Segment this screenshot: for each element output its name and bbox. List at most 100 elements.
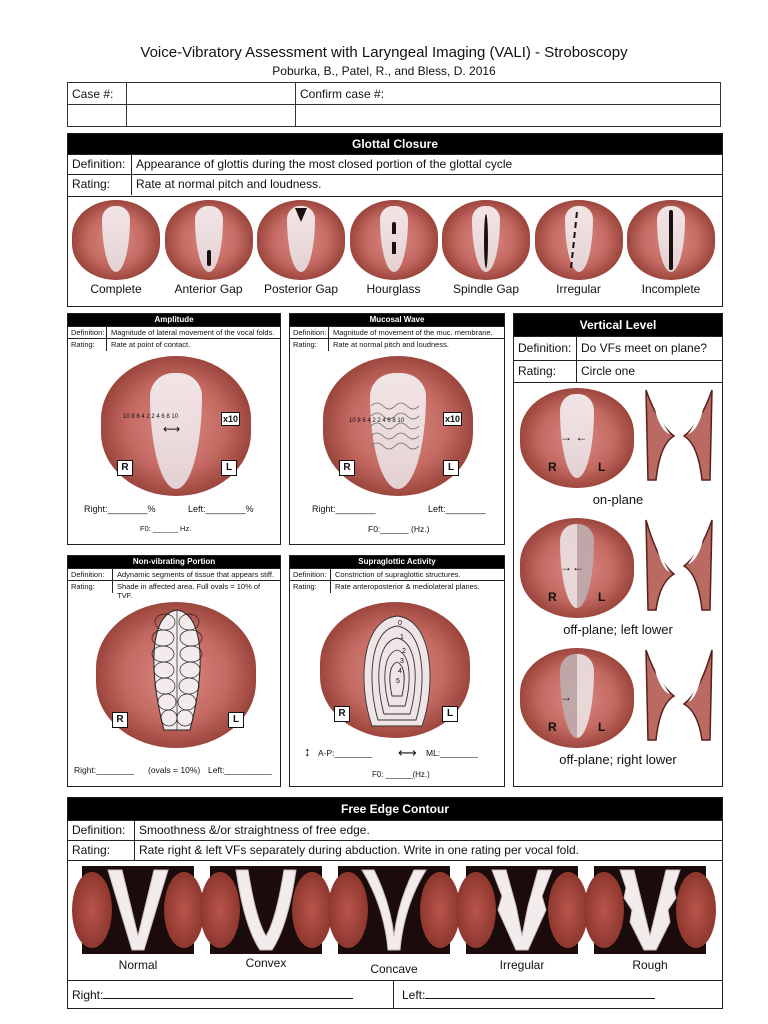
vertical-level-header: Vertical Level (514, 314, 722, 336)
mw-rating: Rate at normal pitch and loudness. (333, 340, 449, 349)
supraglottic-right-label: R (334, 706, 350, 722)
free-edge-tissue-left (72, 872, 112, 948)
glottal-gap-icon (484, 214, 488, 268)
ap-arrow-icon: ↕ (304, 744, 311, 759)
free-edge-caption: Irregular (499, 958, 545, 972)
gc-definition-label: Definition: (68, 155, 132, 175)
amplitude-left-label: L (221, 460, 237, 476)
free-edge-left-field[interactable]: Left: (402, 988, 702, 1002)
free-edge-left-label: L (672, 928, 679, 940)
glottal-closure-image[interactable] (257, 200, 345, 280)
free-edge-section: Free Edge Contour Definition: Smoothness… (67, 797, 723, 1009)
free-edge-tissue-right (548, 872, 588, 948)
amplitude-f0-field[interactable]: F0: ______ Hz. (140, 524, 192, 533)
ml-arrow-icon: ⟷ (398, 745, 417, 760)
glottal-closure-caption: Anterior Gap (174, 282, 243, 296)
mucosal-wave-right-field[interactable]: Right:________ (312, 504, 376, 514)
non-vibrating-right-label: R (112, 712, 128, 728)
gc-definition: Appearance of glottis during the most cl… (136, 157, 513, 171)
vertical-level-option-label[interactable]: off-plane; right lower (559, 752, 677, 767)
free-edge-left-label: L (288, 928, 295, 940)
vertical-level-coronal-diagram (645, 519, 713, 611)
vertical-level-option-label[interactable]: off-plane; left lower (563, 622, 673, 637)
non-vibrating-section: Non-vibrating Portion Definition: Adynam… (67, 555, 281, 787)
amp-definition: Magnitude of lateral movement of the voc… (111, 328, 275, 337)
glottal-closure-image[interactable] (164, 200, 253, 280)
vl-rating: Circle one (581, 364, 636, 378)
form-subtitle: Poburka, B., Patel, R., and Bless, D. 20… (272, 64, 496, 78)
free-edge-left-label: L (544, 928, 551, 940)
amplitude-zoom: x10 (221, 412, 241, 426)
vertical-level-option-label[interactable]: on-plane (592, 492, 644, 507)
glottal-vocal-folds (102, 206, 130, 272)
free-edge-caption: Convex (245, 956, 287, 970)
mucosal-wave-f0-field[interactable]: F0:______ (Hz.) (368, 524, 430, 534)
glottal-closure-caption: Spindle Gap (452, 282, 520, 296)
mucosal-wave-right-label: R (339, 460, 355, 476)
vertical-level-arrows-icon: → (560, 690, 572, 704)
confirm-extra-cell[interactable] (295, 104, 721, 127)
contour-number: 0 (398, 620, 402, 627)
vertical-level-left-label: L (598, 590, 606, 604)
mucosal-wave-scale: 10 8 6 4 2 2 4 6 8 10 (349, 418, 405, 424)
glottal-closure-caption: Posterior Gap (263, 282, 339, 296)
glottal-closure-image[interactable] (72, 200, 160, 280)
amplitude-left-field[interactable]: Left:________% (188, 504, 254, 514)
fe-rating: Rate right & left VFs separately during … (139, 843, 580, 857)
sg-definition-label: Definition: (290, 569, 331, 581)
contour-number: 5 (396, 678, 400, 685)
glottal-gap-icon (295, 208, 307, 222)
mucosal-wave-left-field[interactable]: Left:________ (428, 504, 486, 514)
free-edge-right-label: R (620, 928, 628, 940)
confirm-case-label[interactable]: Confirm case #: (295, 82, 721, 105)
free-edge-tissue-left (200, 872, 240, 948)
case-input[interactable] (126, 82, 296, 105)
free-edge-right-label: R (364, 928, 372, 940)
non-vibrating-right-field[interactable]: Right:________ (74, 765, 135, 775)
non-vibrating-larynx-image: R L (96, 602, 256, 748)
free-edge-right-field[interactable]: Right: (72, 988, 392, 1002)
case-extra-cell[interactable] (126, 104, 296, 127)
free-edge-right-label: R (492, 928, 500, 940)
supraglottic-ml-field[interactable]: ML:________ (426, 748, 478, 758)
non-vibrating-left-field[interactable]: Left:__________ (208, 765, 272, 775)
non-vibrating-header: Non-vibrating Portion (68, 556, 280, 568)
free-edge-right-label: Right: (72, 988, 104, 1002)
free-edge-tissue-left (456, 872, 496, 948)
amplitude-larynx-image: 10 8 6 4 2 2 4 6 8 10 ⟷ x10 R L (101, 356, 251, 496)
case-label: Case #: (67, 82, 127, 105)
glottal-closure-image[interactable] (627, 200, 715, 280)
mucosal-wave-zoom: x10 (443, 412, 463, 426)
fe-definition: Smoothness &/or straightness of free edg… (139, 823, 370, 837)
amplitude-right-field[interactable]: Right:________% (84, 504, 156, 514)
vertical-level-left-label: L (598, 460, 606, 474)
non-vibrating-ovals-note: (ovals = 10%) (148, 765, 201, 775)
mucosal-wave-header: Mucosal Wave (290, 314, 504, 326)
free-edge-caption: Normal (118, 958, 158, 972)
free-edge-left-label: L (160, 928, 167, 940)
case-table: Case #: Confirm case #: (67, 82, 721, 127)
supraglottic-ap-field[interactable]: A-P:________ (318, 748, 373, 758)
mucosal-wave-pattern-icon (370, 402, 420, 450)
amplitude-scale: 10 8 6 4 2 2 4 6 8 10 (123, 414, 179, 420)
free-edge-tissue-right (164, 872, 204, 948)
fe-rating-label: Rating: (68, 841, 135, 861)
mw-definition-label: Definition: (290, 327, 329, 339)
glottal-closure-image[interactable] (349, 200, 438, 280)
glottal-closure-section: Glottal Closure Definition: Appearance o… (67, 133, 723, 307)
supraglottic-left-label: L (442, 706, 458, 722)
glottal-closure-image[interactable] (442, 200, 530, 280)
contour-number: 3 (400, 658, 404, 665)
glottal-closure-image[interactable] (534, 200, 623, 280)
free-edge-tissue-left (584, 872, 624, 948)
supraglottic-f0-field[interactable]: F0: ______(Hz.) (372, 770, 430, 779)
